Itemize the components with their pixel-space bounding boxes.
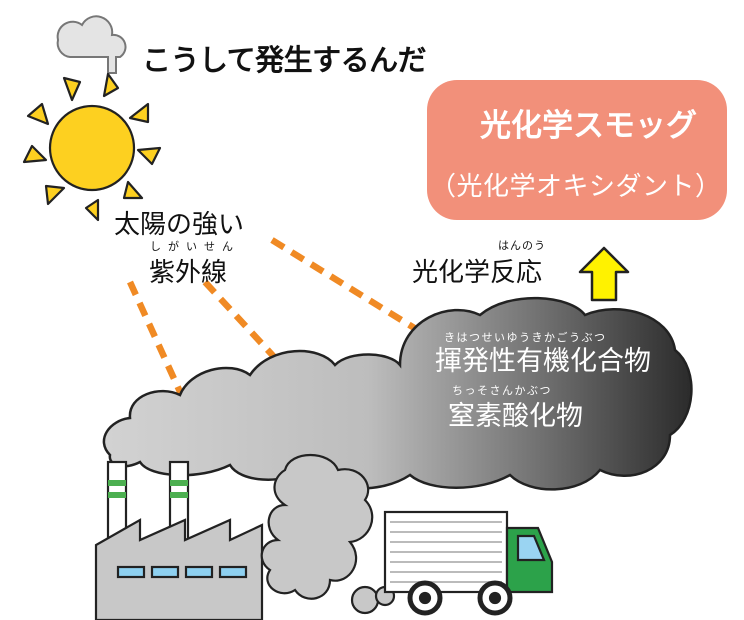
smog-title: 光化学スモッグ <box>480 108 697 144</box>
factory-icon <box>94 460 264 620</box>
smog-subtitle: （光化学オキシダント） <box>430 172 722 202</box>
nox-ruby: ちっそさんかぶつ <box>452 384 552 397</box>
cloud-icon <box>56 15 127 74</box>
reaction-label: 光化学反応 <box>412 258 543 288</box>
voc-ruby: きはつせいゆうきかごうぶつ <box>444 331 607 344</box>
truck-icon <box>383 510 554 616</box>
voc-label: 揮発性有機化合物 <box>435 346 651 377</box>
uv-label-line2: 紫外線 <box>149 258 228 288</box>
smoke-cloud-icon <box>102 296 693 491</box>
nox-label: 窒素酸化物 <box>448 401 583 432</box>
page-title: こうして発生するんだ <box>142 43 427 77</box>
uv-ruby: しがいせん <box>150 240 240 253</box>
reaction-ruby: はんのう <box>498 239 546 252</box>
uv-label-line1: 太陽の強い <box>114 210 245 240</box>
smog-box <box>427 80 727 220</box>
sun-icon <box>22 72 162 222</box>
up-arrow-icon <box>578 246 630 302</box>
exhaust-smoke <box>260 453 396 615</box>
